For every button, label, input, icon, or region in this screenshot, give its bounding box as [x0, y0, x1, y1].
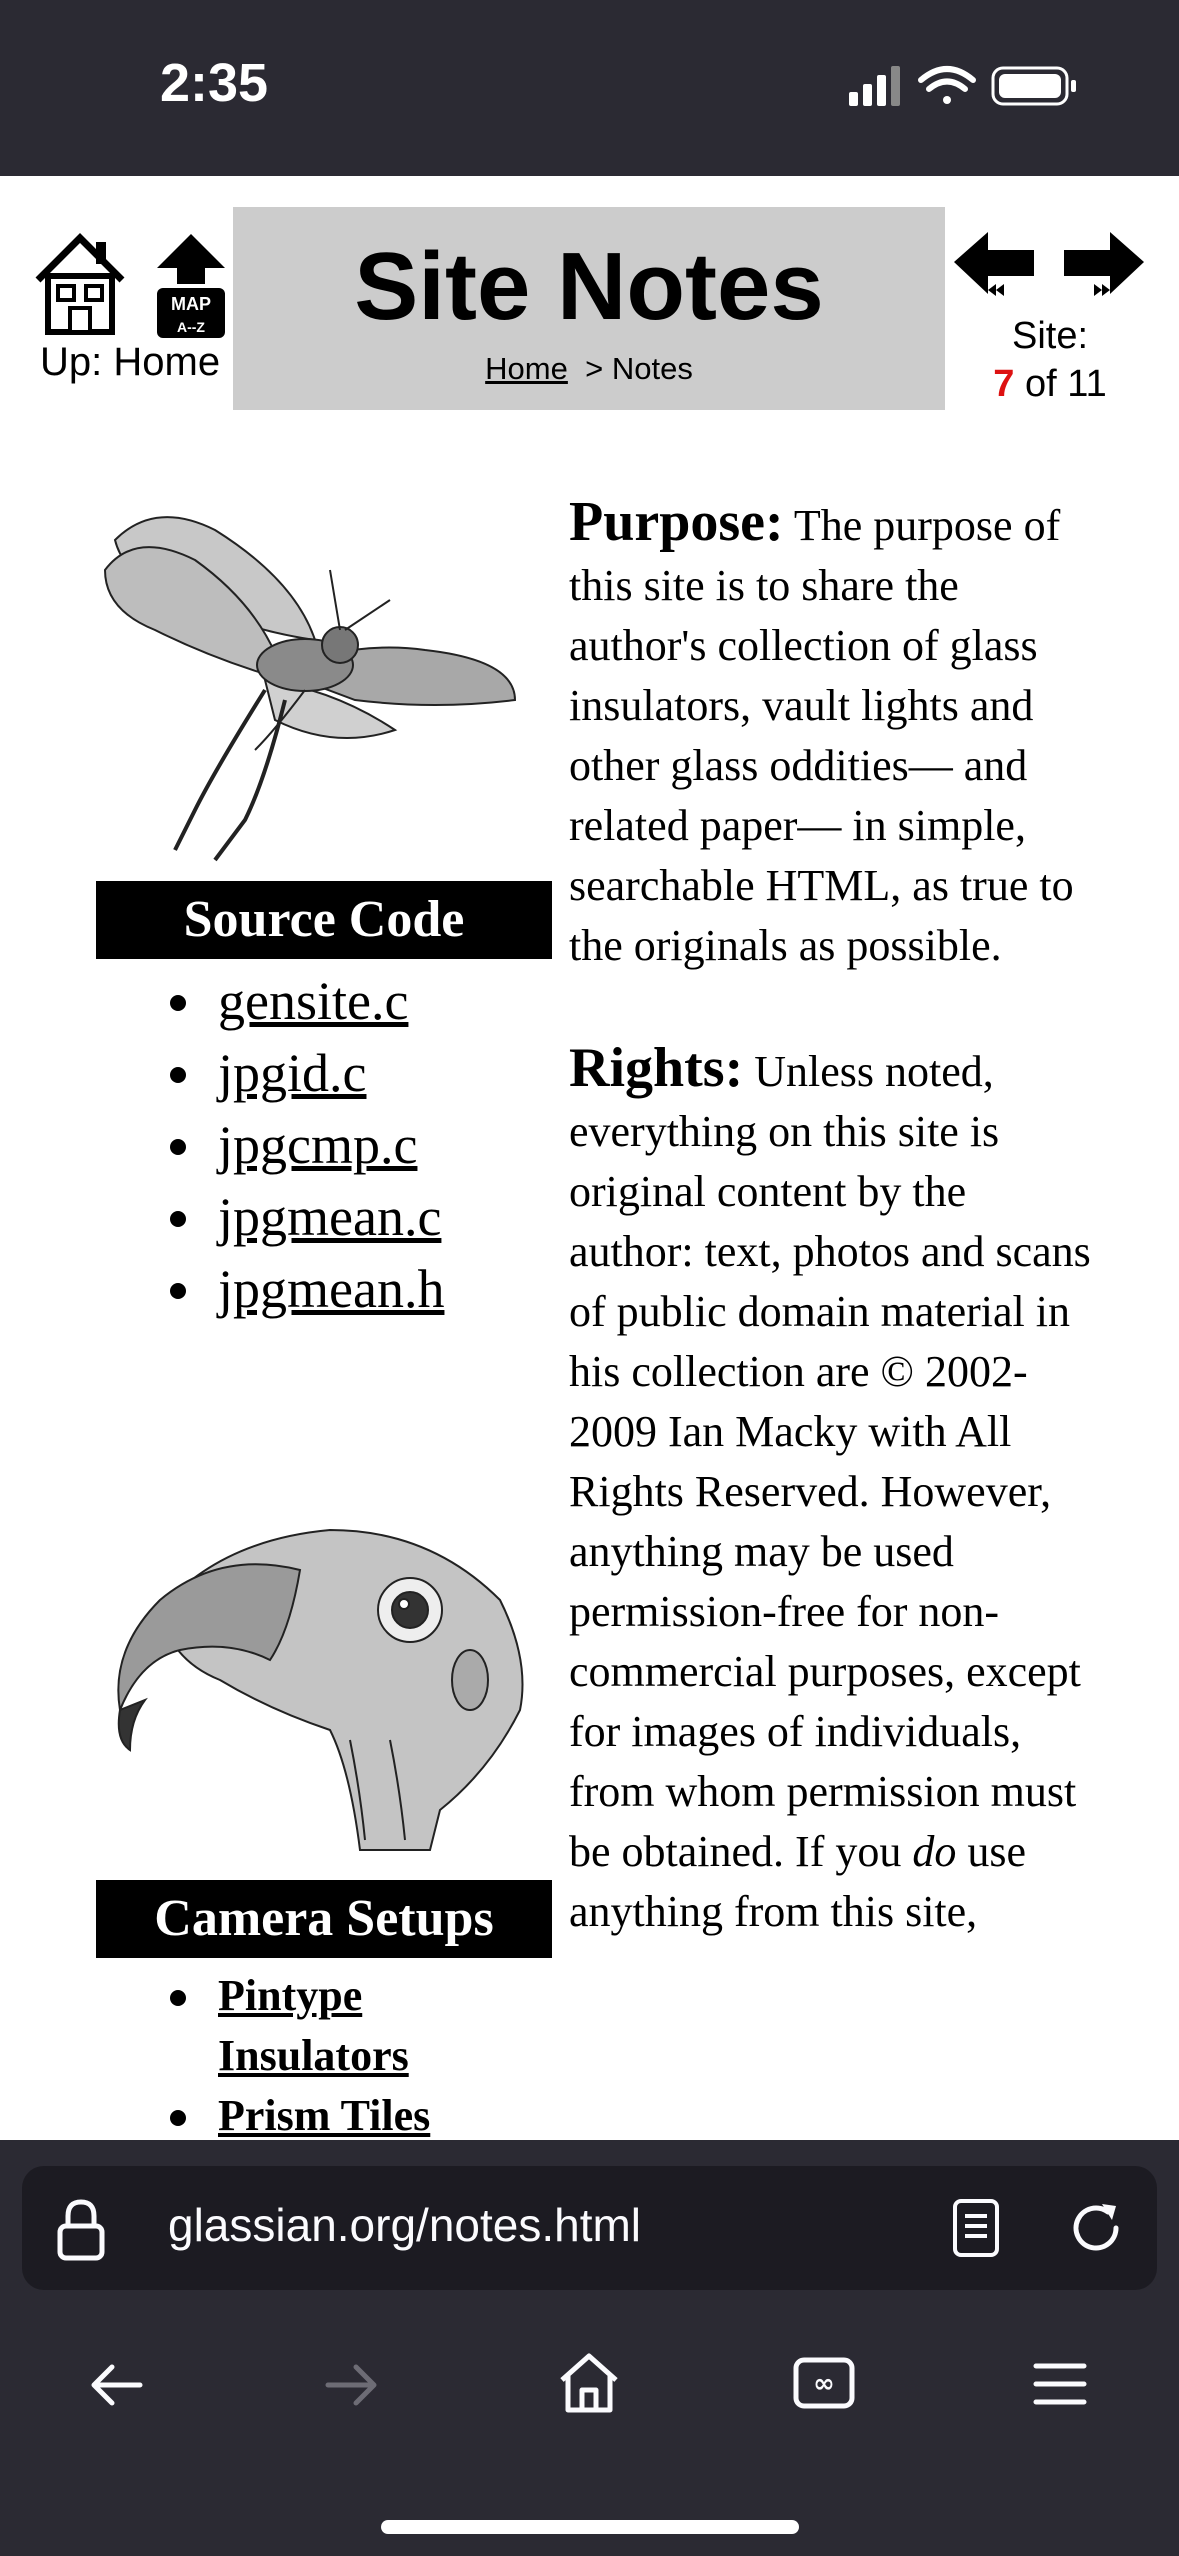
site-total: of 11: [1025, 363, 1107, 405]
page-title: Site Notes: [354, 233, 824, 340]
home-icon[interactable]: [556, 2350, 622, 2416]
purpose-paragraph: Purpose: The purpose of this site is to …: [569, 492, 1099, 976]
wifi-icon: [918, 66, 976, 104]
source-file-link[interactable]: jpgmean.h: [218, 1259, 445, 1319]
title-box: Site Notes Home > Notes: [233, 207, 945, 410]
next-site-icon[interactable]: [1062, 228, 1146, 298]
rights-heading: Rights:: [569, 1037, 744, 1099]
rights-text: Unless noted, everything on this site is…: [569, 1047, 1091, 1876]
signal-icon: [849, 66, 900, 106]
purpose-text: The purpose of this site is to share the…: [569, 501, 1074, 970]
breadcrumb-separator: >: [585, 351, 604, 386]
status-time: 2:35: [160, 53, 269, 113]
svg-text:A--Z: A--Z: [177, 319, 205, 335]
site-index: 7: [993, 363, 1015, 405]
home-icon[interactable]: [32, 232, 128, 336]
list-item: gensite.c: [150, 965, 444, 1037]
home-indicator: [381, 2520, 799, 2534]
camera-setup-list: Pintype Insulators Prism Tiles: [150, 1966, 458, 2146]
rights-text-continued: use anything from this site,: [569, 1827, 1026, 1936]
battery-icon: [991, 66, 1076, 106]
source-file-link[interactable]: jpgmean.c: [218, 1187, 442, 1247]
source-file-link[interactable]: gensite.c: [218, 971, 409, 1031]
tabs-icon[interactable]: ∞: [792, 2352, 856, 2412]
camera-setups-heading: Camera Setups: [96, 1880, 552, 1958]
status-bar: 2:35: [0, 0, 1179, 176]
notes-body: Purpose: The purpose of this site is to …: [569, 492, 1099, 2004]
site-label: Site:: [1011, 315, 1089, 357]
grasshopper-illustration: [103, 516, 517, 862]
menu-icon[interactable]: [1030, 2358, 1090, 2410]
breadcrumb-home-link[interactable]: Home: [485, 351, 568, 386]
up-home-link[interactable]: Up: Home: [40, 340, 221, 384]
source-code-heading: Source Code: [96, 881, 552, 959]
status-icons: [849, 66, 1076, 106]
camera-setup-link[interactable]: Pintype Insulators: [218, 1971, 409, 2080]
list-item: jpgid.c: [150, 1037, 444, 1109]
svg-text:∞: ∞: [813, 2369, 835, 2399]
reader-view-icon[interactable]: [951, 2198, 1001, 2258]
list-item: jpgmean.c: [150, 1181, 444, 1253]
source-file-list: gensite.c jpgid.c jpgcmp.c jpgmean.c jpg…: [150, 965, 444, 1325]
svg-text:MAP: MAP: [171, 294, 211, 314]
list-item: Pintype Insulators: [150, 1966, 458, 2086]
camera-setup-link[interactable]: Prism Tiles: [218, 2091, 431, 2140]
lock-icon: [57, 2199, 105, 2261]
back-icon[interactable]: [86, 2355, 146, 2415]
breadcrumb-current: Notes: [611, 351, 693, 386]
list-item: jpgmean.h: [150, 1253, 444, 1325]
site-counter: Site: 7 of 11: [960, 312, 1140, 408]
reload-icon[interactable]: [1066, 2198, 1126, 2258]
purpose-heading: Purpose:: [569, 491, 784, 553]
previous-site-icon[interactable]: [952, 228, 1036, 298]
source-file-link[interactable]: jpgid.c: [218, 1043, 367, 1103]
vulture-illustration: [117, 1528, 524, 1851]
forward-icon[interactable]: [322, 2355, 382, 2415]
url-text[interactable]: glassian.org/notes.html: [168, 2199, 642, 2251]
breadcrumb: Home > Notes: [233, 351, 945, 387]
list-item: jpgcmp.c: [150, 1109, 444, 1181]
map-index-icon[interactable]: MAP A--Z: [155, 232, 227, 342]
rights-paragraph: Rights: Unless noted, everything on this…: [569, 1038, 1099, 1942]
rights-emphasis: do: [912, 1827, 957, 1876]
list-item: Prism Tiles: [150, 2086, 458, 2146]
source-file-link[interactable]: jpgcmp.c: [218, 1115, 418, 1175]
